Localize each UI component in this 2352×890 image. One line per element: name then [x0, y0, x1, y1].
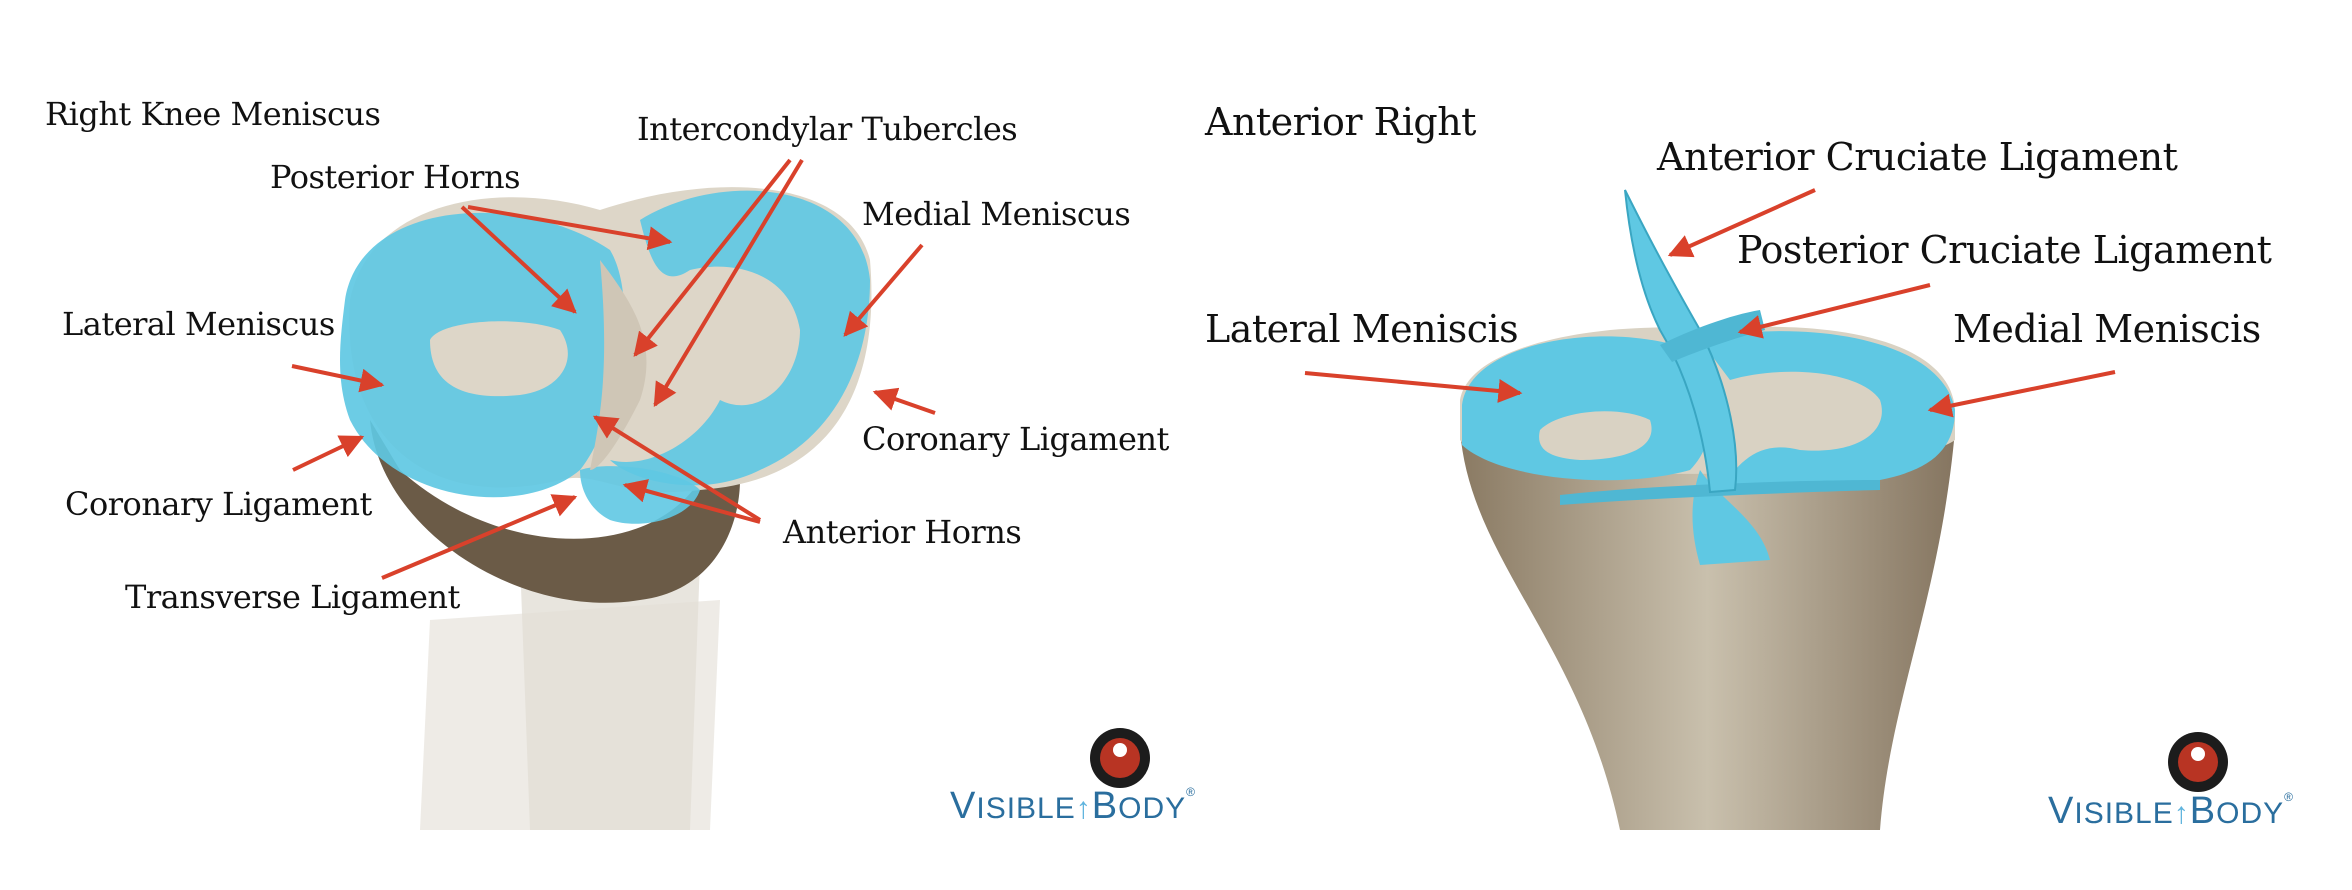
label-posterior-horns: Posterior Horns: [270, 158, 520, 196]
label-posterior-cruciate-ligament: Posterior Cruciate Ligament: [1737, 228, 2272, 272]
label-lateral-meniscis: Lateral Meniscis: [1205, 307, 1519, 351]
right-panel-title: Anterior Right: [1205, 100, 1476, 144]
left-knee-illustration: [340, 187, 872, 830]
left-panel-title: Right Knee Meniscus: [45, 95, 381, 133]
visible-body-logo-icon-right: [2168, 732, 2228, 792]
label-medial-meniscis: Medial Meniscis: [1953, 307, 2261, 351]
label-anterior-cruciate-ligament: Anterior Cruciate Ligament: [1657, 135, 2178, 179]
label-coronary-ligament-right: Coronary Ligament: [862, 420, 1169, 458]
left-arrows: [291, 158, 936, 580]
label-intercondylar-tubercles: Intercondylar Tubercles: [637, 110, 1018, 148]
visible-body-logo-text-left: VISIBLE↑BODY®: [950, 785, 1196, 827]
label-medial-meniscus: Medial Meniscus: [862, 195, 1131, 233]
right-arrows: [1304, 188, 2116, 418]
label-lateral-meniscus: Lateral Meniscus: [62, 305, 335, 343]
visible-body-logo-icon-left: [1090, 728, 1150, 788]
visible-body-logo-text-right: VISIBLE↑BODY®: [2048, 790, 2294, 832]
right-knee-illustration: [1460, 189, 1955, 830]
label-coronary-ligament-left: Coronary Ligament: [65, 485, 372, 523]
label-anterior-horns: Anterior Horns: [783, 513, 1022, 551]
label-transverse-ligament: Transverse Ligament: [125, 578, 460, 616]
